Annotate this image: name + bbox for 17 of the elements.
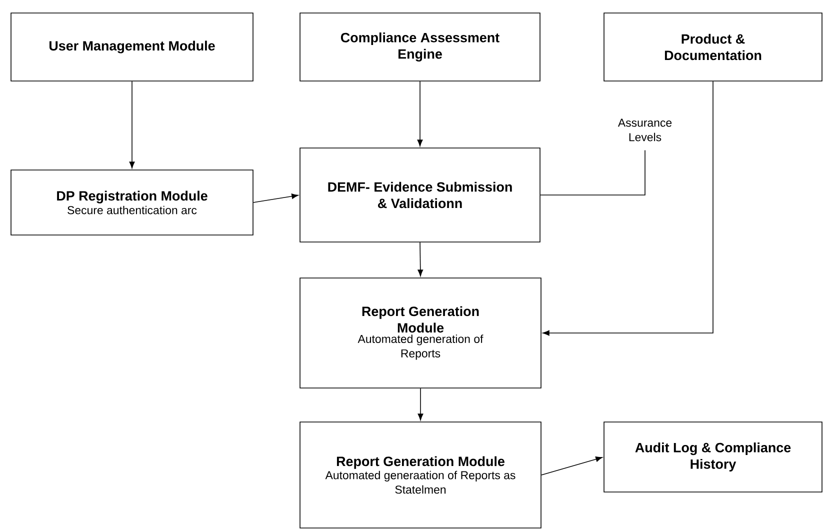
connector-line <box>540 150 646 196</box>
arrow <box>253 194 298 203</box>
annotation-text: Assurance Levels <box>618 118 672 142</box>
arrow <box>418 388 424 420</box>
arrow <box>542 81 714 336</box>
process-box: Audit Log & Compliance History <box>604 422 822 492</box>
process-box: DP Registration Module Secure authentication arc <box>10 170 254 236</box>
process-box: DEMF- Evidence Submission & Validationn <box>300 148 540 242</box>
arrow <box>417 81 423 146</box>
arrow <box>418 242 424 276</box>
process-box: User Management Module <box>10 12 254 82</box>
process-box: Compliance Assessment Engine <box>300 12 540 82</box>
arrow <box>541 456 602 476</box>
arrow <box>129 81 135 168</box>
process-box: Product & Documentation <box>604 12 822 82</box>
process-box: Report Generation Module Automated generaation of Reports as Statelmen <box>300 422 542 528</box>
process-box: Report Generation Module Automated generation of Reports <box>300 278 542 388</box>
